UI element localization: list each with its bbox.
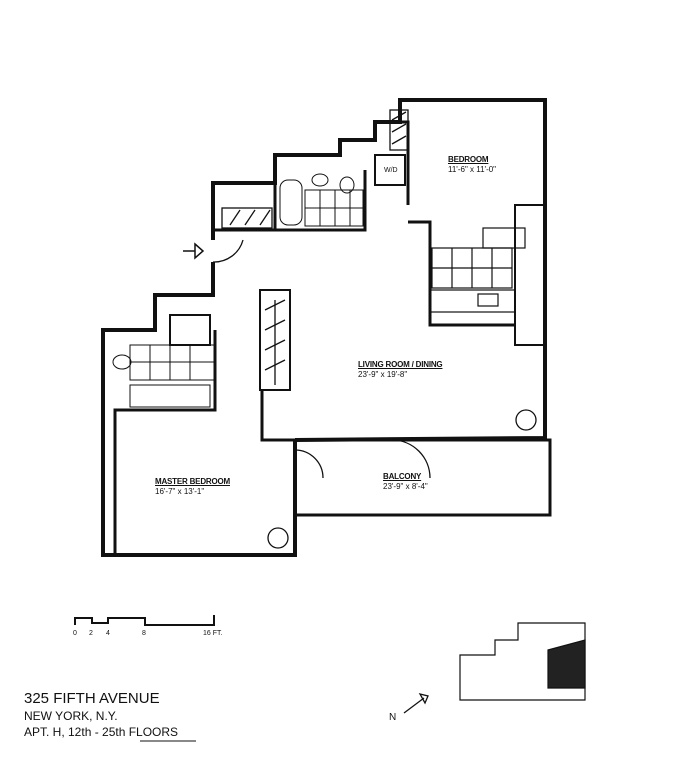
- closets: [221, 109, 409, 385]
- address-line: NEW YORK, N.Y.: [24, 709, 118, 723]
- room-label-living: Living Room / Dining 23'-9" x 19'-8": [358, 360, 443, 380]
- north-label: N: [389, 712, 397, 723]
- room-name: Balcony: [383, 472, 422, 481]
- interior-walls: [113, 120, 515, 555]
- room-name: Living Room / Dining: [358, 360, 443, 369]
- room-label-balcony: Balcony 23'-9" x 8'-4": [383, 472, 428, 492]
- balcony-outline: [293, 438, 552, 517]
- doors: [212, 239, 537, 549]
- room-dims: 11'-6" x 11'-0": [448, 165, 497, 174]
- scale-tick: 8: [142, 630, 146, 637]
- address-line: 325 FIFTH AVENUE: [24, 690, 160, 707]
- wd-label: W/D: [384, 167, 398, 174]
- scale-tick: 0: [73, 630, 77, 637]
- address-line: APT. H, 12th - 25th FLOORS: [24, 725, 179, 739]
- room-name: Bedroom: [448, 155, 489, 164]
- room-label-bedroom: Bedroom 11'-6" x 11'-0": [448, 155, 496, 175]
- scale-tick: 4: [106, 630, 110, 637]
- room-dims: 16'-7" x 13'-1": [155, 487, 205, 496]
- room-dims: 23'-9" x 8'-4": [383, 482, 428, 491]
- room-label-master: Master Bedroom 16'-7" x 13'-1": [155, 477, 230, 497]
- north-arrow-icon: [403, 693, 429, 714]
- scale-tick: 2: [89, 630, 93, 637]
- entry-arrow-icon: [183, 242, 205, 260]
- kitchen: [429, 227, 526, 313]
- room-dims: 23'-9" x 19'-8": [358, 370, 408, 379]
- bath-tiles: [112, 173, 364, 408]
- scale-bar: [74, 615, 215, 626]
- key-plan: [459, 622, 586, 701]
- scale-tick: 16 FT.: [203, 630, 223, 637]
- address-block: 325 FIFTH AVENUE NEW YORK, N.Y. APT. H, …: [24, 690, 178, 739]
- room-name: Master Bedroom: [155, 477, 230, 486]
